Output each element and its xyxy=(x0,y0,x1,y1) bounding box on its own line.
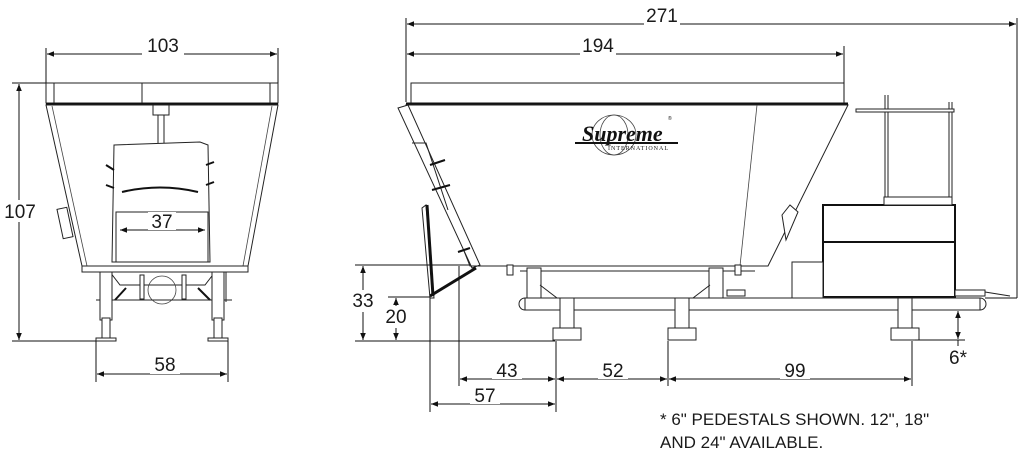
front-pedestal-left xyxy=(95,271,117,342)
front-pedestal-right xyxy=(207,271,229,342)
dim-side-tub-length: 194 xyxy=(582,36,614,57)
dim-front-overall-height: 107 xyxy=(4,202,36,223)
footnote-line-1: * 6" PEDESTALS SHOWN. 12", 18" xyxy=(660,410,929,429)
front-dimensions: 103 107 37 58 xyxy=(2,36,279,382)
side-chassis xyxy=(470,264,987,311)
side-pedestal-2 xyxy=(667,297,697,341)
footnote: * 6" PEDESTALS SHOWN. 12", 18" AND 24" A… xyxy=(660,410,929,452)
dim-front-top-width: 103 xyxy=(147,36,179,57)
dim-side-pedestal-height: 6* xyxy=(949,348,968,369)
discharge-chute xyxy=(397,104,481,299)
dim-side-door-edge-to-pedestal: 57 xyxy=(474,386,495,407)
footnote-line-2: AND 24" AVAILABLE. xyxy=(660,433,823,452)
front-tub-rim xyxy=(45,82,279,104)
front-view xyxy=(45,82,279,342)
dim-side-discharge-lower: 20 xyxy=(385,307,406,328)
front-door-opening xyxy=(115,211,209,263)
side-view: Supreme INTERNATIONAL ® xyxy=(397,82,1011,341)
logo-registered-mark: ® xyxy=(668,115,672,122)
dim-side-discharge-upper: 33 xyxy=(352,291,373,312)
rear-platform xyxy=(781,95,1011,299)
dim-front-pedestal-spacing: 58 xyxy=(154,355,175,376)
side-dimensions: 271 194 33 20 43 52 99 xyxy=(348,6,1018,412)
dim-side-overall-length: 271 xyxy=(646,6,678,27)
side-tub-rim xyxy=(410,82,845,104)
dim-side-door-to-pedestal: 43 xyxy=(496,361,517,382)
side-pedestal-3 xyxy=(890,297,920,341)
side-pedestal-1 xyxy=(552,297,582,341)
logo-wordmark: Supreme xyxy=(582,121,663,146)
supreme-logo: Supreme INTERNATIONAL ® xyxy=(575,114,678,156)
side-main-beam xyxy=(524,297,981,311)
dim-side-pedestal-spacing-rear: 99 xyxy=(784,361,805,382)
logo-subtitle: INTERNATIONAL xyxy=(608,146,669,152)
dim-side-pedestal-spacing-front: 52 xyxy=(602,361,623,382)
dim-front-door-width: 37 xyxy=(151,212,172,233)
